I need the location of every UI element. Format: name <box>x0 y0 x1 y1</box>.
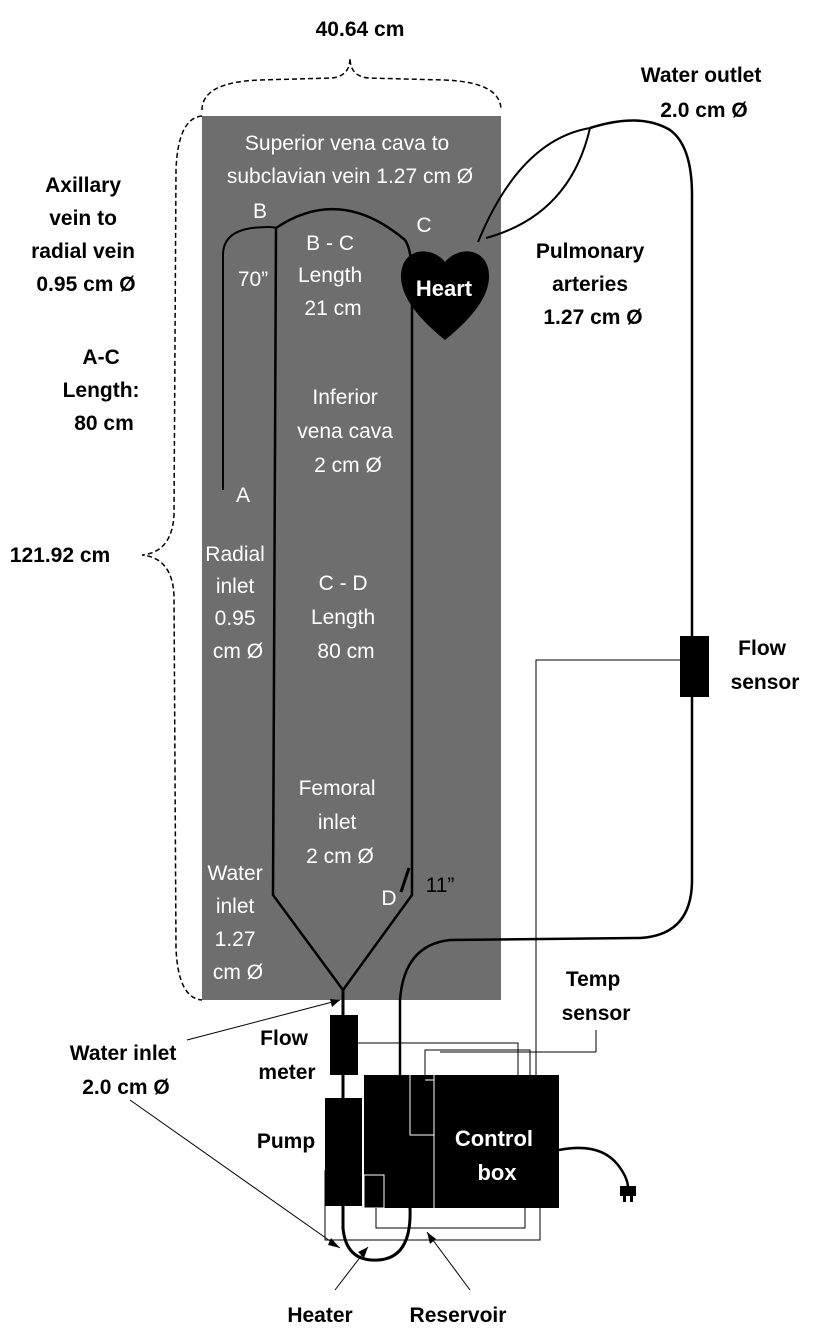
bc-length-label: B - C Length 21 cm <box>298 232 368 320</box>
temp-sensor-wire <box>424 1049 531 1078</box>
angle-11-label: 11” <box>426 874 455 897</box>
pump-box <box>325 1098 362 1206</box>
plug-prong-left <box>623 1196 626 1202</box>
flow-meter-label: Flow meter <box>258 1027 315 1084</box>
power-cord <box>558 1146 630 1189</box>
point-b-label: B <box>253 200 267 223</box>
control-box <box>364 1075 559 1208</box>
height-brace <box>141 115 203 1001</box>
femoral-inlet-stub <box>399 867 411 893</box>
reservoir-label: Reservoir <box>410 1304 507 1327</box>
plug-prong-right <box>630 1196 633 1202</box>
flow-sensor-wire <box>535 659 680 1075</box>
point-d-label: D <box>381 887 396 910</box>
axillary-label: Axillary vein to radial vein 0.95 cm Ø <box>31 174 141 296</box>
inlet-arrow-head <box>330 999 340 1007</box>
water-inlet-inside-label: Water inlet 1.27 cm Ø <box>207 862 268 984</box>
heart-label: Heart <box>416 276 473 301</box>
inferior-vena-cava-label: Inferior vena cava 2 cm Ø <box>297 386 399 477</box>
heater-label: Heater <box>287 1304 352 1327</box>
height-label: 121.92 cm <box>10 544 110 567</box>
pulmonary-artery-lower <box>485 127 591 239</box>
width-brace <box>201 57 502 111</box>
radial-vein-tube <box>222 226 277 490</box>
water-inlet-pointer <box>129 1099 341 1249</box>
width-label: 40.64 cm <box>316 18 405 41</box>
heater-pointer-head <box>358 1247 368 1258</box>
plug-icon <box>620 1186 636 1196</box>
temp-probe-outline <box>409 1075 435 1136</box>
cd-length-label: C - D Length 80 cm <box>311 572 381 663</box>
bottom-wiring-2 <box>375 1208 526 1229</box>
radial-inlet-label: Radial inlet 0.95 cm Ø <box>205 543 270 663</box>
ac-length-label: A-C Length: 80 cm <box>63 346 146 435</box>
return-tube <box>398 119 694 1075</box>
femoral-inlet-label: Femoral inlet 2 cm Ø <box>299 777 382 868</box>
water-inlet-pointer-head <box>328 1238 340 1248</box>
pump-label: Pump <box>257 1130 315 1153</box>
angle-70-label: 70” <box>238 268 268 291</box>
superior-vena-cava-label: Superior vena cava to subclavian vein 1.… <box>227 132 473 188</box>
temp-sensor-label: Temp sensor <box>562 968 631 1025</box>
heater-tube <box>341 1206 412 1262</box>
reservoir-pointer <box>426 1231 471 1291</box>
point-a-label: A <box>236 484 250 507</box>
reservoir-inner <box>363 1174 385 1209</box>
control-box-label: Control box <box>455 1126 539 1185</box>
heart-shape <box>400 251 490 340</box>
point-c-label: C <box>416 214 431 237</box>
water-inlet-outside-label: Water inlet 2.0 cm Ø <box>70 1042 182 1099</box>
flow-meter-box <box>330 1015 358 1075</box>
meter-wire <box>358 1042 519 1075</box>
water-outlet-label: Water outlet 2.0 cm Ø <box>641 64 767 122</box>
axillary-bc-tube <box>275 207 406 241</box>
inlet-arrow-line <box>186 999 341 1041</box>
reservoir-pointer-head <box>427 1232 436 1244</box>
pulmonary-artery-upper <box>477 127 591 243</box>
flow-sensor-box <box>680 636 709 697</box>
pulmonary-label: Pulmonary arteries 1.27 cm Ø <box>536 240 650 329</box>
flow-sensor-label: Flow sensor <box>731 637 800 694</box>
